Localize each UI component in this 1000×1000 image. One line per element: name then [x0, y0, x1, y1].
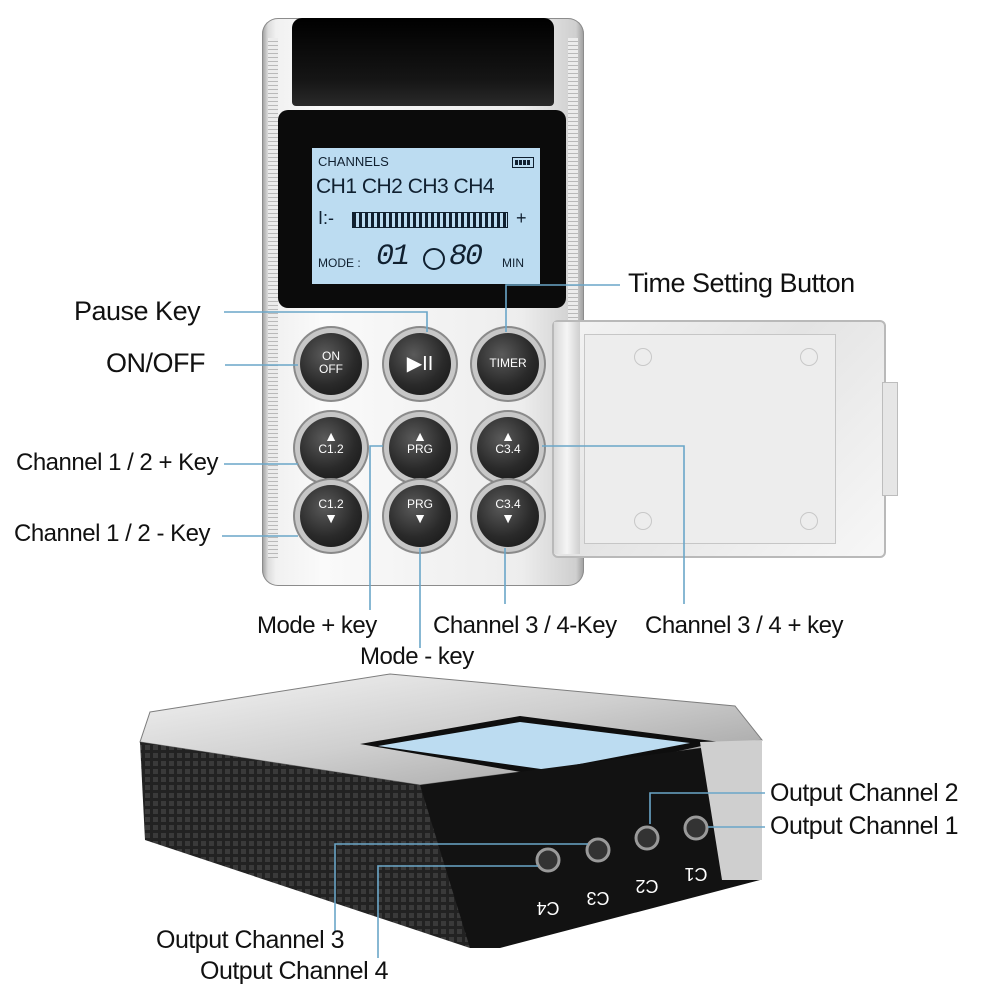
arrow-down-icon: ▼: [501, 510, 515, 526]
lcd-time-unit: MIN: [502, 256, 524, 270]
play-pause-icon: ▶II: [406, 353, 434, 375]
cover-rivet: [634, 348, 652, 366]
c12-up-button[interactable]: ▲ C1.2: [300, 417, 362, 479]
port-label-c4: C4: [536, 898, 559, 918]
side-grip-left: [268, 38, 278, 558]
c12-down-label: C1.2: [318, 497, 344, 511]
c12-up-label: C1.2: [318, 442, 344, 456]
c34-up-label: C3.4: [495, 442, 521, 456]
onoff-button[interactable]: ON OFF: [300, 333, 362, 395]
screen-bezel: CHANNELS CH1 CH2 CH3 CH4 I:- + MODE : 01…: [278, 110, 566, 308]
arrow-down-icon: ▼: [324, 510, 338, 526]
cover-rivet: [800, 512, 818, 530]
arrow-up-icon: ▲: [501, 428, 515, 444]
arrow-up-icon: ▲: [324, 428, 338, 444]
port-label-c2: C2: [635, 876, 658, 896]
label-ch34-plus: Channel 3 / 4 + key: [645, 612, 843, 639]
lcd-channel-list: CH1 CH2 CH3 CH4: [316, 175, 495, 198]
top-band: [292, 18, 554, 106]
onoff-button-label: ON OFF: [319, 349, 343, 376]
clock-icon: [423, 248, 445, 270]
label-output-channel-3: Output Channel 3: [156, 926, 344, 954]
port-label-c1: C1: [684, 864, 707, 884]
label-mode-minus: Mode - key: [360, 643, 474, 670]
label-time-setting: Time Setting Button: [628, 268, 855, 298]
timer-button-label: TIMER: [489, 356, 527, 370]
bottom-lcd: [378, 722, 690, 770]
label-onoff: ON/OFF: [106, 348, 206, 378]
cover-tab: [882, 382, 898, 496]
output-jack-c3: [585, 837, 611, 863]
label-ch12-minus: Channel 1 / 2 - Key: [14, 520, 210, 547]
label-ch12-plus: Channel 1 / 2 + Key: [16, 449, 218, 476]
cover-rivet: [800, 348, 818, 366]
prg-down-label: PRG: [406, 497, 433, 511]
label-mode-plus: Mode + key: [257, 612, 377, 639]
lcd-level-prefix: I:-: [318, 208, 334, 228]
prg-up-button[interactable]: ▲ PRG: [389, 417, 451, 479]
output-jack-c1: [683, 815, 709, 841]
lcd-mode-label: MODE :: [318, 256, 361, 270]
c34-down-label: C3.4: [495, 497, 521, 511]
port-label-c3: C3: [586, 888, 609, 908]
timer-button[interactable]: TIMER: [477, 333, 539, 395]
arrow-up-icon: ▲: [413, 428, 427, 444]
lcd-level-suffix: +: [516, 208, 527, 228]
lcd-channels-label: CHANNELS: [318, 154, 389, 169]
lcd-display: CHANNELS CH1 CH2 CH3 CH4 I:- + MODE : 01…: [312, 148, 540, 284]
c12-down-button[interactable]: C1.2 ▼: [300, 485, 362, 547]
lcd-intensity-bar: [352, 212, 508, 228]
label-output-channel-1: Output Channel 1: [770, 812, 958, 840]
prg-down-button[interactable]: PRG ▼: [389, 485, 451, 547]
arrow-down-icon: ▼: [413, 510, 427, 526]
lcd-mode-value: 01: [376, 240, 410, 274]
c34-down-button[interactable]: C3.4 ▼: [477, 485, 539, 547]
label-ch34-minus: Channel 3 / 4-Key: [433, 612, 617, 639]
c34-up-button[interactable]: ▲ C3.4: [477, 417, 539, 479]
prg-up-label: PRG: [406, 442, 433, 456]
output-jack-c4: [535, 847, 561, 873]
battery-icon: [512, 157, 534, 168]
label-output-channel-2: Output Channel 2: [770, 779, 958, 807]
label-pause-key: Pause Key: [74, 296, 201, 326]
label-output-channel-4: Output Channel 4: [200, 957, 388, 985]
output-jack-c2: [634, 825, 660, 851]
pause-button[interactable]: ▶II: [389, 333, 451, 395]
lcd-time-value: 80: [449, 240, 483, 274]
